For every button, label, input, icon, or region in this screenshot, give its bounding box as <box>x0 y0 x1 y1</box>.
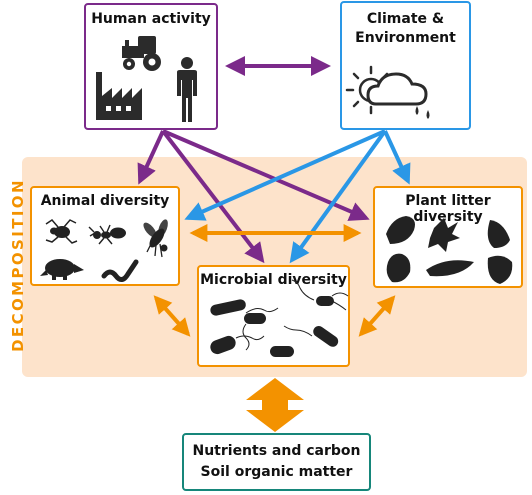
plant-litter-title: Plant litter diversity <box>405 193 491 225</box>
worm-icon <box>101 259 139 282</box>
human-activity-title: Human activity <box>91 11 211 27</box>
person-icon <box>177 57 197 122</box>
leaf-icon <box>386 216 513 284</box>
climate-title-line2: Environment <box>355 30 456 46</box>
output-line2: Soil organic matter <box>200 464 353 480</box>
animal-microbial-arrow <box>153 295 191 337</box>
microbial-diversity-title: Microbial diversity <box>200 272 347 288</box>
factory-icon <box>96 72 142 120</box>
output-line1: Nutrients and carbon <box>192 443 361 459</box>
climate-title-line1: Climate & <box>366 11 445 27</box>
animal-diversity-title: Animal diversity <box>40 193 170 209</box>
fly-icon <box>143 219 168 258</box>
climate-animal-arrow <box>184 129 386 221</box>
cloud-sun-rain-icon <box>345 65 430 119</box>
climate-plant-arrow <box>383 130 411 185</box>
human-animal-arrow <box>137 130 165 185</box>
ant-icon <box>88 224 126 245</box>
spider-icon <box>45 219 78 244</box>
tractor-icon <box>122 36 161 71</box>
climate-environment-box: Climate & Environment <box>340 1 471 130</box>
nutrients-soil-box: Nutrients and carbon Soil organic matter <box>182 433 371 491</box>
human-influence-arrows <box>137 56 370 264</box>
interaction-arrows <box>153 224 396 337</box>
mole-icon <box>40 259 84 280</box>
plant-microbial-arrow <box>358 295 396 337</box>
decomposition-output-arrow <box>246 378 304 432</box>
human-plant-arrow <box>162 129 370 221</box>
climate-influence-arrows <box>184 129 411 264</box>
bacteria-icon <box>210 279 349 357</box>
